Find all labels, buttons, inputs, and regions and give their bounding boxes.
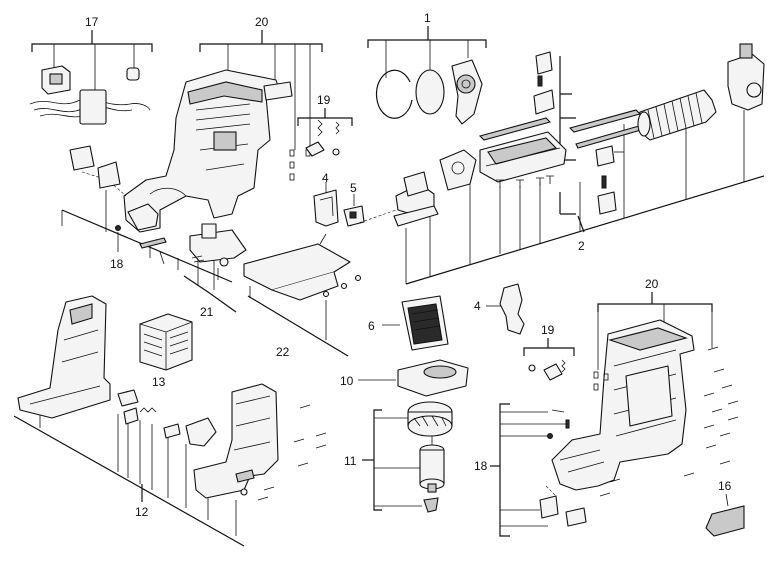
- callout-labels: 1 4 4 5 6 10 11 12 13 16 17 18 18 19 19 …: [85, 11, 732, 519]
- small-cap-17: [126, 67, 140, 81]
- bellows-hose: [637, 89, 717, 141]
- part-13-filter: [139, 313, 193, 371]
- wiring-board: [79, 89, 107, 125]
- housing-cover-plate: [263, 81, 293, 101]
- callout-18-bottom: 18: [474, 459, 488, 473]
- callout-16: 16: [718, 479, 732, 493]
- part-group-21: [183, 223, 247, 313]
- fan-impeller: [407, 401, 453, 437]
- part-16-pad: [705, 493, 745, 537]
- callout-17: 17: [85, 15, 99, 29]
- part-4-bottom: [486, 283, 525, 335]
- callout-2-text: 2: [578, 239, 585, 253]
- part-group-18-top: [61, 145, 233, 283]
- part-group-19-bottom: [523, 338, 575, 381]
- motor: [419, 444, 445, 493]
- callout-19-bottom: 19: [541, 323, 555, 337]
- left-housing-half: [17, 295, 111, 419]
- callout-19-top: 19: [317, 93, 331, 107]
- callout-5: 5: [350, 181, 357, 195]
- lower-main-housing: [551, 319, 695, 491]
- part-6-filter-panel: [382, 295, 449, 351]
- switch-part: [41, 65, 71, 95]
- part-10-fan-housing: [358, 359, 469, 397]
- part-group-19-top: [297, 108, 353, 157]
- tube-end-cap: [727, 53, 765, 111]
- screws-group-12: [257, 404, 327, 501]
- callout-13: 13: [152, 375, 166, 389]
- callout-10: 10: [340, 374, 354, 388]
- part-group-20-top: [123, 30, 323, 233]
- part-5-top: [343, 194, 365, 227]
- part-group-2: 2: [349, 43, 765, 285]
- part-group-22: [243, 233, 362, 357]
- callout-22: 22: [276, 345, 290, 359]
- callout-4-bottom: 4: [474, 299, 481, 313]
- callout-20-bottom: 20: [645, 277, 659, 291]
- callout-6: 6: [368, 319, 375, 333]
- screws-group-2: [496, 175, 554, 188]
- callout-1: 1: [424, 11, 431, 25]
- callout-12: 12: [135, 505, 149, 519]
- part-group-12: [13, 295, 327, 547]
- callout-21: 21: [200, 305, 214, 319]
- callout-4-top: 4: [322, 171, 329, 185]
- part-group-17: [29, 30, 153, 125]
- part-group-20-bottom: [551, 292, 739, 497]
- part-4-top: [313, 182, 339, 227]
- part-group-11-motor: [362, 401, 453, 513]
- callout-11: 11: [344, 454, 357, 468]
- callout-20-top: 20: [255, 15, 269, 29]
- part-group-18-bottom: [490, 403, 587, 537]
- callout-18-top: 18: [110, 257, 124, 271]
- part-group-1: [367, 26, 487, 125]
- screws-group-20-bottom: [599, 346, 739, 497]
